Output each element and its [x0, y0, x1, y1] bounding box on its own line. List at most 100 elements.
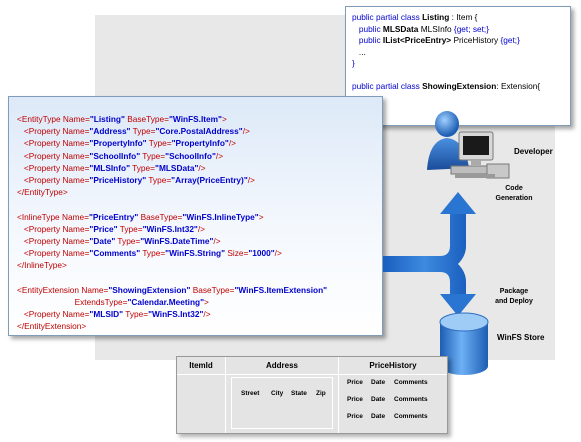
code-token: Name= — [62, 138, 90, 149]
code-token: "PropertyInfo" — [171, 138, 229, 149]
code-token: <Property — [17, 309, 63, 319]
code-line: </EntityType> — [17, 186, 382, 198]
code-token: "Core.PostalAddress" — [155, 126, 243, 137]
code-token: "WinFS.ItemExtension" — [234, 284, 328, 295]
code-token: BaseType= — [124, 114, 169, 124]
code-line: ... — [352, 93, 570, 105]
code-token: BaseType= — [138, 211, 183, 222]
code-line — [352, 70, 570, 82]
code-token: <Property — [17, 248, 63, 259]
price-cell: Price — [347, 379, 363, 386]
code-line: ExtendsType="Calendar.Meeting"> — [17, 296, 382, 308]
price-cell: Date — [371, 379, 386, 386]
code-token: Name= — [62, 309, 90, 319]
code-token: /> — [197, 223, 206, 234]
price-cell: Comments — [394, 379, 428, 386]
code-token: public — [352, 35, 383, 45]
code-token: Type= — [146, 174, 172, 185]
code-token: "WinFS.Int32" — [142, 223, 198, 234]
table-header-itemid: ItemId — [177, 357, 226, 375]
code-token: "Date" — [89, 235, 116, 246]
code-line: <Property Name="PriceHistory" Type="Arra… — [17, 174, 382, 186]
address-subfield: State — [291, 390, 307, 397]
code-token: : Extension{ — [496, 81, 541, 91]
code-token: Listing — [422, 12, 450, 22]
code-token: BaseType= — [190, 284, 235, 295]
code-token: Name= — [62, 114, 90, 124]
code-line: public MLSData MLSInfo {get; set;} — [352, 24, 570, 36]
code-token: <Property — [17, 174, 63, 185]
table-header-address: Address — [226, 357, 339, 375]
price-cell: Price — [347, 413, 363, 420]
code-token: </EntityExtension> — [17, 321, 87, 332]
code-token: MLSInfo — [418, 23, 454, 34]
code-token: "1000" — [248, 248, 275, 259]
code-line — [17, 198, 382, 210]
code-token: "Array(PriceEntry)" — [171, 174, 248, 185]
code-line: <Property Name="Address" Type="Core.Post… — [17, 125, 382, 137]
code-token: {get; set;} — [453, 23, 489, 34]
code-token: /> — [215, 150, 224, 161]
code-line: <EntityExtension Name="ShowingExtension"… — [17, 284, 382, 296]
code-token: ... — [352, 46, 366, 57]
code-token: Name= — [62, 235, 90, 246]
code-token: Name= — [62, 162, 90, 173]
code-token: Type= — [146, 138, 172, 149]
code-token: "WinFS.InlineType" — [182, 211, 259, 222]
code-line: <Property Name="SchoolInfo" Type="School… — [17, 150, 382, 162]
code-token: public partial class — [352, 12, 423, 22]
code-token: /> — [198, 162, 206, 173]
code-token: public — [352, 23, 383, 34]
code-line: } — [352, 58, 570, 70]
code-token: "SchoolInfo" — [89, 150, 141, 161]
code-token: "WinFS.DateTime" — [140, 235, 214, 246]
price-cell: Comments — [394, 413, 428, 420]
code-token: "ShowingExtension" — [108, 284, 191, 295]
code-token: "PriceHistory" — [89, 174, 147, 185]
code-token: <Property — [17, 235, 63, 246]
package-deploy-label: Package and Deploy — [495, 288, 533, 305]
code-token: Size= — [225, 248, 249, 259]
code-token: </InlineType> — [17, 260, 67, 271]
code-token: "MLSInfo" — [89, 162, 131, 173]
code-token: "Price" — [89, 223, 118, 234]
code-token: Name= — [81, 284, 109, 295]
code-line — [17, 271, 382, 283]
code-token: Name= — [62, 223, 90, 234]
code-line: </InlineType> — [17, 259, 382, 271]
address-subfield: City — [271, 390, 284, 397]
code-token: } — [352, 58, 355, 68]
code-token: ExtendsType= — [17, 296, 128, 307]
code-token: </EntityType> — [17, 187, 68, 198]
address-subfield: Zip — [316, 390, 326, 397]
code-token: /> — [213, 235, 221, 246]
code-token: "WinFS.Int32" — [148, 309, 204, 319]
code-token: public partial class — [352, 81, 423, 91]
code-generation-label: Code Generation — [495, 185, 533, 202]
code-token: <Property — [17, 126, 63, 137]
code-token: /> — [247, 174, 255, 185]
code-token: /> — [242, 126, 250, 137]
code-token: PriceHistory — [451, 35, 501, 45]
code-token: Name= — [62, 174, 90, 185]
code-token: Type= — [130, 126, 156, 137]
address-subfield: Street — [241, 390, 260, 397]
developer-icon — [427, 111, 510, 179]
code-token: "MLSData" — [155, 162, 199, 173]
code-token: {get;} — [500, 35, 520, 45]
code-token: "Address" — [89, 126, 131, 137]
code-token: > — [221, 114, 227, 124]
code-token: <EntityExtension — [17, 284, 82, 295]
code-token: MLSData — [382, 23, 419, 34]
table-header-pricehistory: PriceHistory — [339, 357, 447, 375]
code-token: ShowingExtension — [422, 81, 497, 91]
code-line: <Property Name="MLSInfo" Type="MLSData"/… — [17, 162, 382, 174]
code-token: "WinFS.Item" — [169, 114, 222, 124]
package-deploy-arrow — [440, 294, 476, 316]
developer-label: Developer — [514, 147, 553, 156]
price-cell: Comments — [394, 396, 428, 403]
code-line: </EntityExtension> — [17, 320, 382, 332]
code-line: <Property Name="Date" Type="WinFS.DateTi… — [17, 235, 382, 247]
code-token: <Property — [17, 138, 63, 149]
code-line: ... — [352, 47, 570, 59]
